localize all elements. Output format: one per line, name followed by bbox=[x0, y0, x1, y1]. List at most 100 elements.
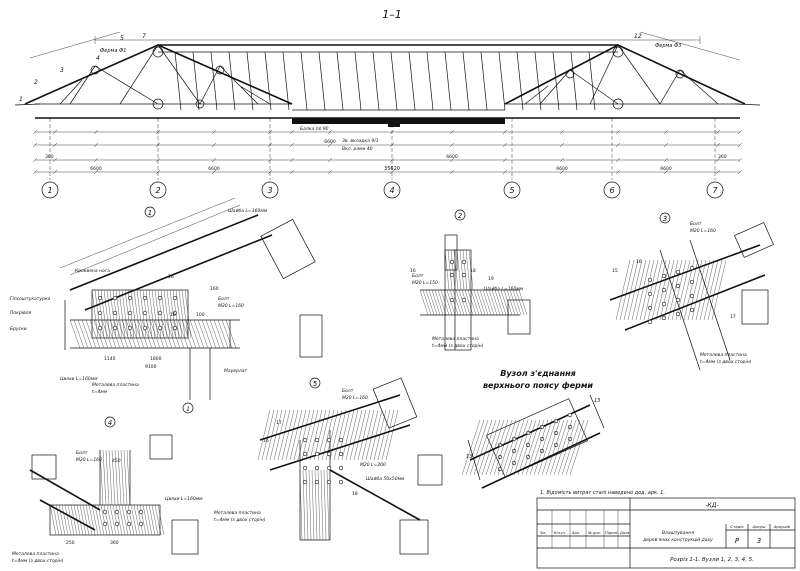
d5-label-washer: Шайба 50х50мм bbox=[366, 476, 405, 482]
d1-dim-6: 16 bbox=[168, 274, 174, 280]
d1-label-rafter: Кроквяна нога bbox=[75, 268, 110, 274]
d3-label-bolt-spec: М20 L=160 bbox=[690, 228, 716, 234]
title-block-code: -КД- bbox=[705, 502, 718, 509]
callout-1: 1 bbox=[19, 96, 23, 103]
d2-label-plate-t: t=4мм (з двох сторін) bbox=[432, 343, 484, 349]
d5-label-plate: Металева пластина bbox=[214, 510, 261, 516]
bay-dim-2: 6600 bbox=[208, 166, 220, 172]
callout-7: 7 bbox=[142, 33, 146, 40]
d3-dim-1: 15 bbox=[612, 268, 618, 274]
d4-dim-2: 360 bbox=[110, 540, 119, 546]
d2-label-bolt: Болт bbox=[412, 273, 424, 279]
callout-3: 3 bbox=[60, 67, 64, 74]
tb-header-1: Зм. bbox=[540, 531, 546, 535]
joint-mark-top: 13 bbox=[594, 398, 600, 404]
bay-dim-3: 6600 bbox=[324, 139, 336, 145]
axis-label-7: 7 bbox=[712, 186, 718, 195]
d4-label-nails: Цвяхи L=160мм bbox=[165, 496, 203, 502]
d4-label-bolt: Болт bbox=[76, 450, 88, 456]
d1-label-bars: Бруски bbox=[10, 326, 27, 332]
callout-12: 12 bbox=[634, 33, 642, 40]
detail-4-number: 4 bbox=[108, 419, 112, 427]
tb-stage-label: Стадія bbox=[730, 524, 744, 529]
d2-label-bolt-spec: М20 L=150 bbox=[412, 280, 438, 286]
axis-label-4: 4 bbox=[389, 186, 394, 195]
axis-label-6: 6 bbox=[609, 186, 614, 195]
axis-label-3: 3 bbox=[267, 186, 272, 195]
truss-label-left: Ферма Ф1 bbox=[100, 48, 126, 54]
bay-dim-1: 6600 bbox=[90, 166, 102, 172]
axis-label-2: 2 bbox=[155, 186, 160, 195]
d1-dim-1: 9100 bbox=[145, 364, 157, 370]
axis-label-5: 5 bbox=[509, 186, 514, 195]
d5-label-bolt-spec: М20 L=160 bbox=[342, 395, 368, 401]
d1-label-bolt-spec: М20 L=160 bbox=[218, 303, 244, 309]
d1-label-washer: Шайба L=160мм bbox=[228, 208, 268, 214]
d1-dim-4: 10 bbox=[170, 312, 176, 318]
tb-stage-value: Р bbox=[735, 537, 740, 545]
bay-dim-5: 6600 bbox=[556, 166, 568, 172]
detail-1-ref: 1 bbox=[186, 406, 190, 413]
tb-sheet-title: Розріз 1-1. Вузли 1, 2, 3, 4, 5. bbox=[670, 557, 754, 563]
d4-label-plate: Металева пластина bbox=[12, 551, 59, 557]
d1-label-plaster: Гіпсоштукатурка bbox=[10, 296, 51, 302]
detail-2-number: 2 bbox=[458, 212, 463, 220]
d1-dim-5: 100 bbox=[196, 312, 205, 318]
d1-label-roof: Покрівля bbox=[10, 310, 31, 316]
d3-label-plate-t: t=4мм (з двох сторін) bbox=[700, 359, 752, 365]
d4-label-plate-t: t=4мм (з двох сторін) bbox=[12, 558, 64, 564]
tb-sheet-label: Аркуш bbox=[751, 524, 766, 529]
d1-dim-7: 160 bbox=[210, 286, 219, 292]
detail-5-number: 5 bbox=[313, 380, 318, 388]
d2-label-plate: Металева пластина bbox=[432, 336, 479, 342]
tb-sheet-value: 3 bbox=[757, 537, 761, 545]
d1-label-plate: Металева пластина bbox=[92, 382, 139, 388]
d2-label-washer: Шайба L=160мм bbox=[484, 286, 524, 292]
d3-label-plate: Металева пластина bbox=[700, 352, 747, 358]
joint-mark-bottom: 13 bbox=[466, 454, 472, 460]
d5-label-bolt-spec-2: М20 L=200 bbox=[360, 462, 386, 468]
edge-dim-left: 360 bbox=[45, 154, 54, 160]
tb-header-5: Підпис bbox=[605, 531, 618, 535]
d1-label-mauerlat: Мауерлат bbox=[224, 368, 248, 374]
detail-3-number: 3 bbox=[663, 215, 667, 223]
d5-dim-3: 18 bbox=[352, 491, 358, 497]
d3-dim-3: 17 bbox=[730, 314, 736, 320]
joint-title-line-2: верхнього поясу ферми bbox=[483, 381, 593, 390]
d1-label-bolt: Болт bbox=[218, 296, 230, 302]
callout-4: 4 bbox=[96, 55, 100, 62]
detail-4 bbox=[29, 416, 199, 555]
general-note: 1. Відомість витрат сталі наведено дод. … bbox=[540, 490, 665, 496]
detail-2 bbox=[419, 209, 531, 351]
d4-dim-1: 450 bbox=[112, 458, 121, 464]
center-note-3: Вкл. рами 40 bbox=[342, 146, 373, 152]
tb-description-2: дерев'яних конструкцій даху bbox=[642, 537, 713, 543]
tb-header-4: № док. bbox=[587, 531, 601, 535]
tb-header-3: Арк. bbox=[571, 531, 580, 535]
d5-dim-2: 17 bbox=[276, 420, 282, 426]
axis-label-1: 1 bbox=[47, 186, 52, 195]
edge-dim-right: 360 bbox=[718, 154, 727, 160]
detail-3 bbox=[609, 212, 774, 371]
d4-dim-3: 250 bbox=[66, 540, 75, 546]
d5-label-plate-t: t=4мм (з двох сторін) bbox=[214, 517, 266, 523]
tb-sheets-label: Аркушів bbox=[773, 524, 791, 529]
d5-dim-1: 16 bbox=[263, 438, 269, 444]
d4-label-bolt-spec: М20 L=160 bbox=[76, 457, 102, 463]
center-note-2: Зв. вкладка 9/1 bbox=[342, 138, 379, 144]
tb-header-6: Дата bbox=[619, 531, 629, 535]
d2-dim-3: 19 bbox=[488, 276, 494, 282]
truss-label-right: Ферма Ф3 bbox=[655, 43, 681, 49]
d1-label-plate-t: t=4мм bbox=[92, 389, 108, 395]
d5-label-bolt: Болт bbox=[342, 388, 354, 394]
d1-dim-3: 1800 bbox=[150, 356, 162, 362]
d2-dim-2: 18 bbox=[470, 268, 476, 274]
detail-1 bbox=[59, 197, 323, 414]
title-block bbox=[536, 497, 796, 569]
joint-title-line-1: Вузол з'єднання bbox=[500, 369, 576, 378]
overall-dimension: 35620 bbox=[384, 166, 400, 172]
detail-5 bbox=[257, 377, 443, 555]
d2-dim-1: 16 bbox=[410, 268, 416, 274]
